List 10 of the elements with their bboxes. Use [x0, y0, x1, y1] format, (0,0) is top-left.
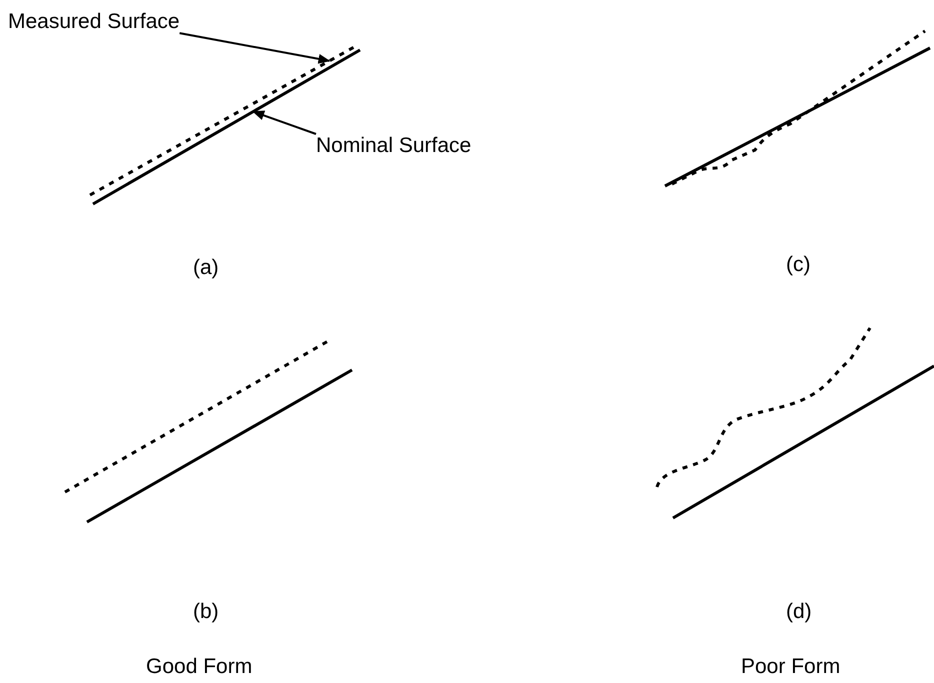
leader-line [179, 32, 330, 64]
panel-label: (b) [193, 600, 219, 624]
panel-label: (c) [786, 253, 810, 276]
caption: Good Form [146, 655, 252, 678]
panel-label: (a) [193, 256, 219, 280]
callout-label: Measured Surface [8, 10, 180, 34]
panel-label: (d) [786, 600, 812, 624]
leader-line [252, 110, 316, 135]
caption: Poor Form [741, 655, 840, 678]
callout-label: Nominal Surface [316, 134, 472, 158]
